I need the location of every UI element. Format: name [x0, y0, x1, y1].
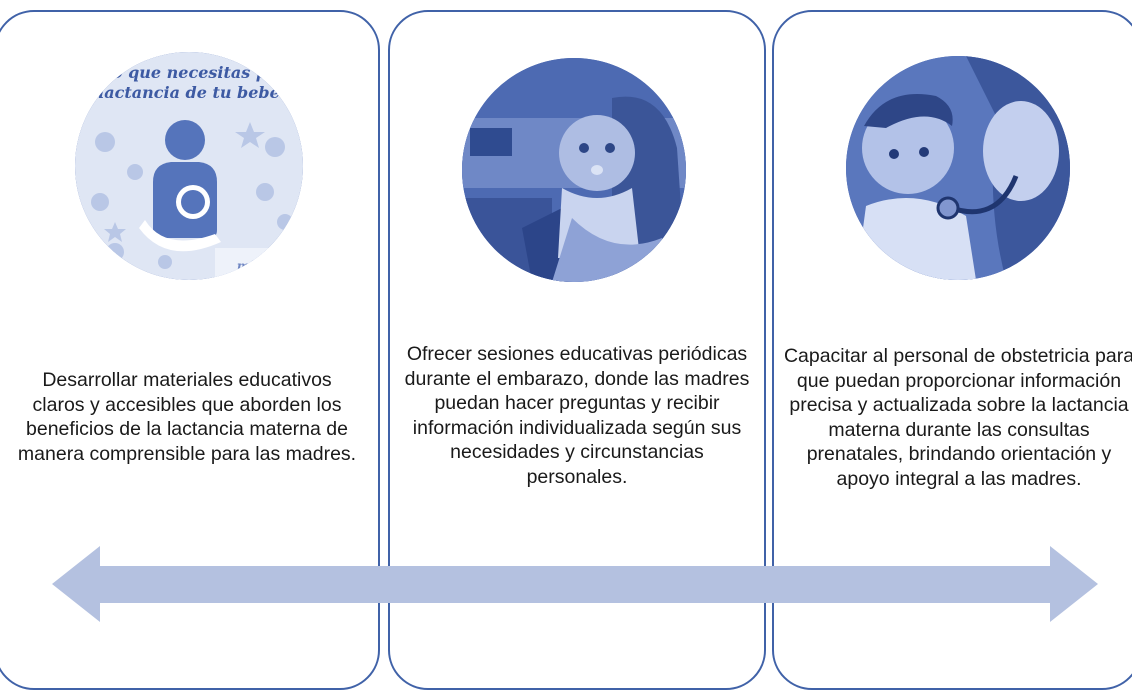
- poster-watermark: mis be: [237, 259, 282, 273]
- card-capacitar: Capacitar al personal de obstetricia par…: [772, 10, 1132, 690]
- doctor-examining-baby-image: [846, 56, 1070, 280]
- card-1-text: Desarrollar materiales educativos claros…: [17, 369, 357, 465]
- mother-holding-baby-image: [462, 58, 686, 282]
- poster-title-line-2: lactancia de tu bebé: [98, 83, 280, 102]
- card-sesiones: Ofrecer sesiones educativas periódicas d…: [388, 10, 766, 690]
- poster-title-line-1: Lo que necesitas pa: [100, 63, 278, 82]
- card-materiales: Lo que necesitas pa lactancia de tu bebé…: [0, 10, 380, 690]
- card-2-text: Ofrecer sesiones educativas periódicas d…: [404, 343, 750, 488]
- breastfeeding-poster-image: Lo que necesitas pa lactancia de tu bebé…: [75, 52, 303, 280]
- card-3-text: Capacitar al personal de obstetricia par…: [783, 345, 1132, 490]
